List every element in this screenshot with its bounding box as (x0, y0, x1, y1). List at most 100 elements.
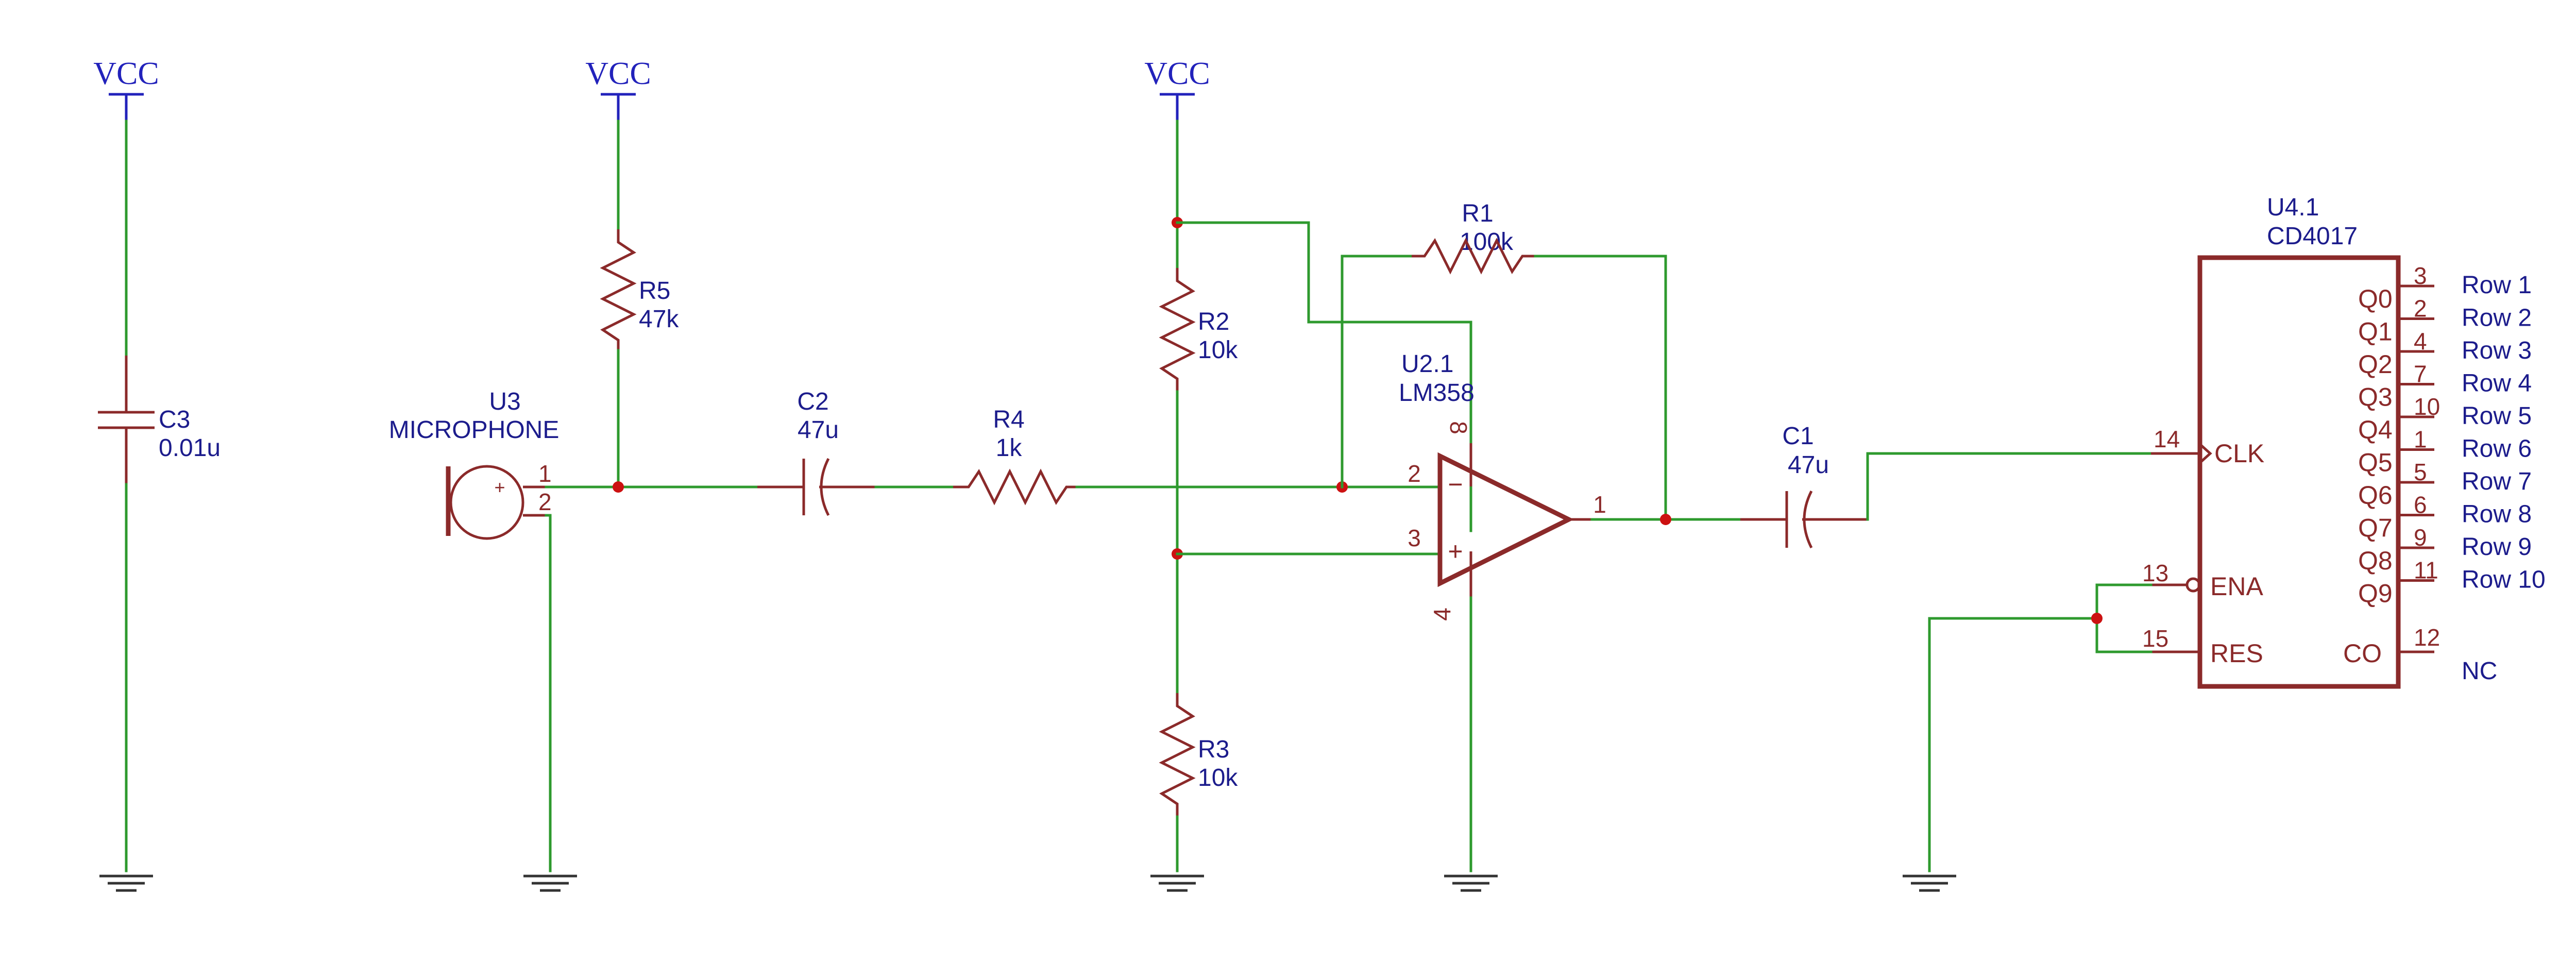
ground-c3 (99, 876, 153, 890)
u4-ena-label: ENA (2210, 572, 2263, 601)
u4-res-label: RES (2210, 639, 2263, 668)
vcc-symbol-r5: VCC (585, 56, 651, 121)
u2-plus-sign: + (1448, 537, 1463, 566)
c2-value: 47u (798, 416, 839, 444)
c2-ref: C2 (797, 388, 828, 415)
u4-value: CD4017 (2267, 223, 2358, 250)
u3-polarity: + (494, 477, 505, 498)
u4-ena-inversion-bubble (2185, 577, 2201, 593)
r2-ref: R2 (1198, 308, 1229, 335)
u4-output-pin-number: 7 (2414, 361, 2427, 388)
ground-opamp (1444, 876, 1498, 890)
u4-output-net-label: Row 5 (2462, 402, 2532, 430)
r5-value: 47k (639, 306, 679, 333)
c1-ref: C1 (1782, 423, 1814, 450)
u4-output-net-label: Row 1 (2462, 272, 2532, 299)
u4-output-pin-number: 10 (2414, 393, 2440, 420)
ground-u4 (1903, 876, 1956, 890)
u4-clk-pin: 14 (2154, 426, 2180, 452)
u4-output-net-label: Row 2 (2462, 305, 2532, 332)
resistor-r3 (1159, 693, 1196, 817)
u3-value: MICROPHONE (389, 416, 560, 444)
wire-c1-to-clk (1866, 452, 2153, 521)
u2-value: LM358 (1399, 379, 1475, 407)
c1-value: 47u (1788, 451, 1829, 479)
r4-value: 1k (996, 434, 1023, 462)
u2-pin-out: 1 (1593, 491, 1606, 518)
u4-co-label: CO (2343, 639, 2382, 668)
ic-u4-body (2197, 255, 2401, 689)
u4-output-label: Q9 (2358, 579, 2393, 608)
u4-output-pin-number: 11 (2414, 557, 2438, 584)
junction-opamp-out (1660, 514, 1671, 525)
wire-feedback-left (1341, 255, 1413, 489)
junction-ena-res (2091, 613, 2103, 624)
u4-output-net-label: Row 10 (2462, 566, 2546, 594)
wire-mic-ground (545, 514, 552, 872)
u4-ena-pin: 13 (2142, 560, 2168, 586)
u4-co-net: NC (2462, 658, 2497, 685)
u3-pin1: 1 (538, 460, 552, 487)
c3-value: 0.01u (159, 434, 221, 462)
u4-output-label: Q4 (2358, 415, 2393, 444)
r2-value: 10k (1198, 336, 1238, 364)
capacitor-c3 (98, 356, 155, 484)
microphone-u3 (446, 465, 546, 540)
u4-output-pin-number: 3 (2414, 262, 2427, 289)
r5-ref: R5 (639, 277, 670, 305)
u4-output-pin-number: 4 (2414, 328, 2427, 355)
capacitor-c2 (757, 458, 876, 516)
resistor-r1 (1412, 238, 1535, 275)
u3-ref: U3 (489, 388, 520, 415)
u4-clk-edge-marker (2199, 443, 2212, 464)
u4-output-net-label: Row 4 (2462, 370, 2532, 397)
u4-output-pin-number: 5 (2414, 459, 2427, 485)
u4-output-label: Q2 (2358, 350, 2393, 379)
u2-minus-sign: − (1448, 470, 1463, 499)
r3-value: 10k (1198, 764, 1238, 792)
u4-res-pin: 15 (2142, 625, 2168, 652)
u4-output-pin-number: 6 (2414, 492, 2427, 518)
vcc-label: VCC (1144, 56, 1210, 91)
u4-output-pin-number: 1 (2414, 426, 2427, 453)
u4-output-pin-number: 9 (2414, 524, 2427, 551)
wire-feedback-right (1534, 255, 1667, 521)
u2-pin-noninv: 3 (1408, 525, 1421, 551)
u2-pin-inv: 2 (1408, 460, 1421, 487)
u4-ref: U4.1 (2267, 194, 2319, 221)
wire-opamp-vplus (1176, 221, 1472, 532)
vcc-label: VCC (93, 56, 159, 91)
u4-output-label: Q3 (2358, 383, 2393, 412)
u2-pin-vminus: 4 (1429, 608, 1455, 621)
u4-output-net-label: Row 7 (2462, 468, 2532, 495)
r3-ref: R3 (1198, 736, 1229, 763)
u4-output-net-label: Row 9 (2462, 533, 2532, 561)
c3-ref: C3 (159, 406, 190, 433)
resistor-r2 (1159, 268, 1196, 392)
vcc-symbol-divider: VCC (1144, 56, 1210, 121)
resistor-r5 (600, 229, 637, 350)
u2-ref: U2.1 (1401, 350, 1453, 378)
vcc-symbol-c3: VCC (93, 56, 159, 121)
u4-output-label: Q8 (2358, 546, 2393, 575)
u2-pin-vplus: 8 (1445, 421, 1472, 434)
resistor-r4 (953, 468, 1077, 506)
u4-output-net-label: Row 3 (2462, 337, 2532, 364)
capacitor-c1 (1740, 490, 1868, 549)
r1-value: 100k (1460, 228, 1514, 256)
u4-output-label: Q6 (2358, 481, 2393, 510)
u4-output-label: Q0 (2358, 284, 2393, 313)
u3-pin2: 2 (538, 489, 552, 515)
r4-ref: R4 (993, 406, 1024, 433)
u4-output-label: Q1 (2358, 317, 2393, 346)
junction-r5 (613, 481, 624, 493)
vcc-label: VCC (585, 56, 651, 91)
u4-output-label: Q5 (2358, 448, 2393, 477)
r1-ref: R1 (1462, 200, 1493, 227)
ground-mic (523, 876, 577, 890)
u4-output-net-label: Row 8 (2462, 501, 2532, 528)
u4-co-pin: 12 (2414, 624, 2440, 651)
u4-output-net-label: Row 6 (2462, 435, 2532, 463)
